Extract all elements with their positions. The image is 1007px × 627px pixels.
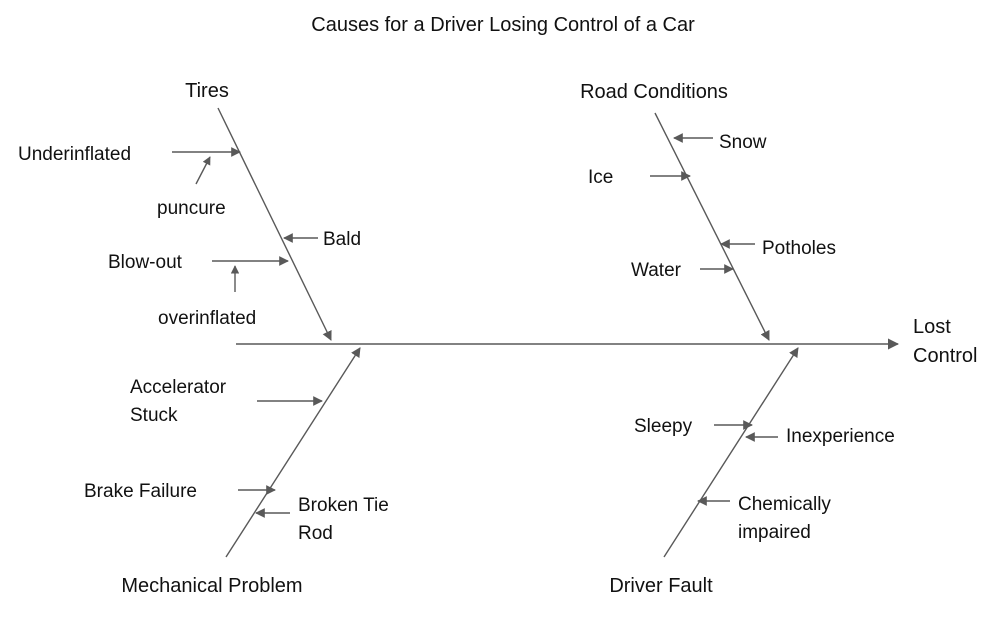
cause-label-underinflated: Underinflated (18, 144, 131, 165)
cause-label-accelerator-stuck-line1: Accelerator (130, 377, 227, 398)
category-tires: Tires Underinflated puncure Bald Blow-ou… (18, 80, 361, 341)
subcause-arrow-puncure (195, 156, 211, 185)
branch-line-mechanical-problem (225, 347, 361, 558)
cause-label-potholes: Potholes (762, 238, 836, 259)
cause-label-snow: Snow (719, 132, 767, 153)
cause-label-ice: Ice (588, 167, 613, 188)
cause-label-inexperience: Inexperience (786, 426, 895, 447)
category-label-road-conditions: Road Conditions (580, 81, 728, 103)
spine-group: Lost Control (236, 316, 977, 367)
category-label-tires: Tires (185, 80, 229, 102)
category-road-conditions: Road Conditions Snow Ice Potholes Water (580, 81, 836, 341)
branch-line-tires (217, 107, 332, 341)
cause-label-sleepy: Sleepy (634, 416, 693, 437)
cause-label-chemically-impaired-line1: Chemically (738, 494, 831, 515)
branch-line-driver-fault (663, 347, 799, 558)
category-driver-fault: Driver Fault Sleepy Inexperience Chemica… (609, 347, 895, 597)
page-title: Causes for a Driver Losing Control of a … (311, 14, 695, 36)
cause-label-broken-tie-rod-line2: Rod (298, 523, 333, 544)
cause-label-broken-tie-rod-line1: Broken Tie (298, 495, 389, 516)
subcause-label-overinflated: overinflated (158, 308, 256, 329)
category-mechanical-problem: Mechanical Problem Accelerator Stuck Bra… (84, 347, 389, 597)
branch-line-road-conditions (654, 112, 770, 341)
effect-label-line2: Control (913, 345, 977, 367)
cause-label-water: Water (631, 260, 682, 281)
category-label-mechanical-problem: Mechanical Problem (121, 575, 302, 597)
cause-label-accelerator-stuck-line2: Stuck (130, 405, 178, 426)
cause-label-chemically-impaired-line2: impaired (738, 522, 811, 543)
subcause-label-puncure: puncure (157, 198, 226, 219)
cause-label-brake-failure: Brake Failure (84, 481, 197, 502)
category-label-driver-fault: Driver Fault (609, 575, 713, 597)
cause-label-bald: Bald (323, 229, 361, 250)
cause-label-blow-out: Blow-out (108, 252, 183, 273)
effect-label-line1: Lost (913, 316, 951, 338)
